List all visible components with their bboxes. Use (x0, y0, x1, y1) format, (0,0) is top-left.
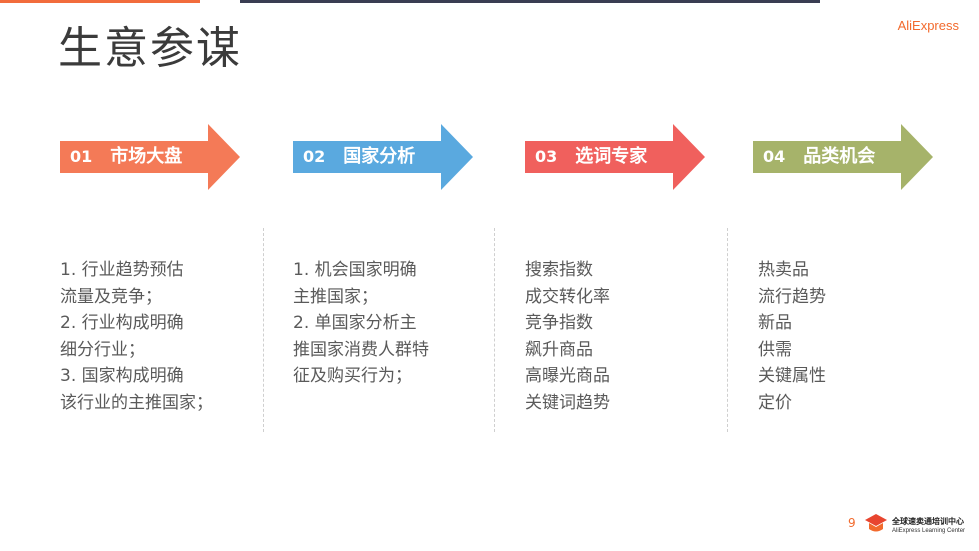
page-number: 9 (848, 516, 856, 530)
list-item: 流量及竞争； (60, 286, 162, 307)
step-4-details: 热卖品 流行趋势 新品 供需 关键属性 定价 (758, 257, 826, 416)
list-item: 2. 单国家分析主 (293, 313, 417, 333)
step-3-details: 搜索指数 成交转化率 竞争指数 飙升商品 高曝光商品 关键词趋势 (525, 257, 610, 416)
list-item: 1. 行业趋势预估 (60, 260, 184, 280)
column-divider (494, 228, 495, 432)
top-dark-bar (240, 0, 820, 3)
list-item: 新品 (758, 313, 792, 333)
step-3-arrow: 03 选词专家 (525, 124, 705, 190)
step-3-number: 03 (535, 147, 558, 166)
arrow-shape-icon (525, 124, 705, 190)
step-1-arrow: 01 市场大盘 (60, 124, 240, 190)
list-item: 关键词趋势 (525, 392, 610, 413)
arrow-shape-icon (293, 124, 473, 190)
step-3-label: 选词专家 (575, 146, 648, 167)
learning-center-cn: 全球速卖通培训中心 (892, 517, 964, 526)
list-item: 搜索指数 (525, 260, 593, 280)
step-4-number: 04 (763, 147, 786, 166)
column-divider (263, 228, 264, 432)
column-divider (727, 228, 728, 432)
step-1-number: 01 (70, 147, 93, 166)
graduation-cap-icon (864, 513, 888, 539)
list-item: 推国家消费人群特 (293, 339, 429, 360)
top-accent-bar (0, 0, 200, 3)
page-title: 生意参谋 (58, 23, 242, 74)
arrow-shape-icon (753, 124, 933, 190)
list-item: 关键属性 (758, 366, 826, 386)
list-item: 2. 行业构成明确 (60, 313, 184, 333)
list-item: 该行业的主推国家； (60, 392, 213, 413)
list-item: 定价 (758, 392, 792, 413)
list-item: 高曝光商品 (525, 366, 610, 386)
step-4-label: 品类机会 (803, 146, 876, 167)
step-1-label: 市场大盘 (110, 146, 183, 167)
list-item: 热卖品 (758, 260, 809, 280)
arrow-shape-icon (60, 124, 240, 190)
list-item: 征及购买行为； (293, 366, 412, 386)
list-item: 成交转化率 (525, 286, 610, 307)
step-2-details: 1. 机会国家明确 主推国家； 2. 单国家分析主 推国家消费人群特 征及购买行… (293, 257, 429, 390)
list-item: 竞争指数 (525, 313, 593, 333)
step-4-arrow: 04 品类机会 (753, 124, 933, 190)
list-item: 主推国家； (293, 286, 378, 307)
step-2-label: 国家分析 (343, 146, 416, 167)
step-1-details: 1. 行业趋势预估 流量及竞争； 2. 行业构成明确 细分行业； 3. 国家构成… (60, 257, 213, 416)
list-item: 细分行业； (60, 339, 145, 360)
step-2-arrow: 02 国家分析 (293, 124, 473, 190)
aliexpress-logo: AliExpress (897, 18, 959, 33)
list-item: 流行趋势 (758, 286, 826, 307)
learning-center-en: AliExpress Learning Center (892, 528, 966, 534)
list-item: 1. 机会国家明确 (293, 260, 417, 280)
step-2-number: 02 (303, 147, 326, 166)
list-item: 供需 (758, 339, 792, 360)
list-item: 飙升商品 (525, 339, 593, 360)
list-item: 3. 国家构成明确 (60, 366, 184, 386)
